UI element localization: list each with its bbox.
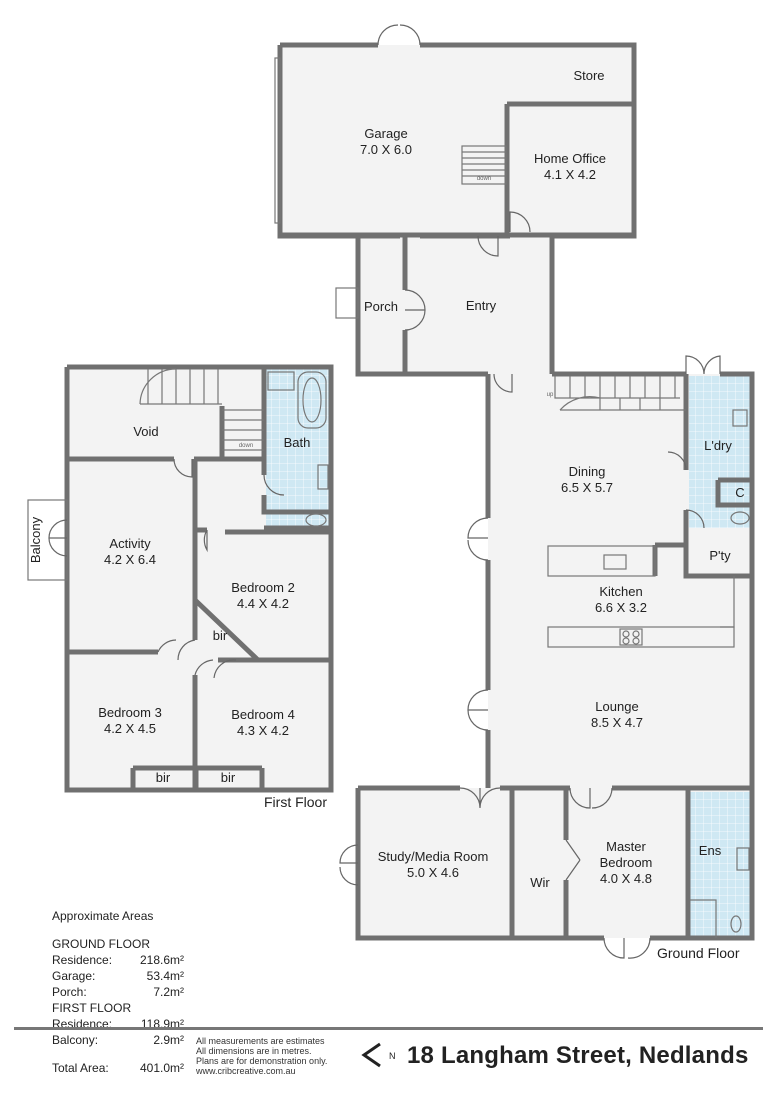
bedroom4-label: Bedroom 4 [231,707,295,722]
area-row: Garage: 53.4m² [52,968,184,984]
laundry-label: L'dry [704,438,732,453]
approximate-areas: Approximate Areas GROUND FLOOR Residence… [52,908,184,1076]
area-value: 7.2m² [153,985,184,999]
garage-stairs: down [461,145,507,185]
entry-label: Entry [466,298,497,313]
lounge-size: 8.5 X 4.7 [591,715,643,730]
cooktop [619,628,643,646]
master-label-2: Bedroom [600,855,653,870]
lounge-label: Lounge [595,699,638,714]
ensuite-tiles [690,792,751,938]
pantry-label: P'ty [709,548,731,563]
ground-floor-label: Ground Floor [657,945,740,961]
bath-label: Bath [284,435,311,450]
void-label: Void [133,424,158,439]
master-size: 4.0 X 4.8 [600,871,652,886]
first-floor-heading: FIRST FLOOR [52,1001,132,1015]
bir-bedroom2-label: bir [213,628,228,643]
cupboard-label: C [735,485,744,500]
disclaimer-line: All dimensions are in metres. [196,1046,312,1056]
area-label: Porch: [52,985,87,999]
kitchen-label: Kitchen [599,584,642,599]
total-area-row: Total Area: 401.0m² [52,1060,184,1076]
ground-floor: down up [274,24,755,959]
area-label: Residence: [52,953,113,967]
garage-size: 7.0 X 6.0 [360,142,412,157]
area-label: Balcony: [52,1033,99,1047]
main-stairs-label: up [547,392,554,398]
first-floor: down Void Bath Activity 4.2 X 6.4 Bedroo… [27,364,334,793]
area-value: 2.9m² [153,1033,184,1047]
compass-letter: N [389,1051,396,1061]
home-office-size: 4.1 X 4.2 [544,167,596,182]
dining-label: Dining [569,464,606,479]
garage-label: Garage [364,126,407,141]
area-row: Balcony: 2.9m² [52,1032,184,1048]
home-office-label: Home Office [534,151,606,166]
ensuite-label: Ens [699,843,722,858]
bir-bedroom4-label: bir [221,770,236,785]
disclaimer-line: All measurements are estimates [196,1036,325,1046]
disclaimer: All measurements are estimates All dimen… [196,1036,327,1076]
area-value: 218.6m² [139,953,184,967]
bedroom4-size: 4.3 X 4.2 [237,723,289,738]
ground-floor-heading: GROUND FLOOR [52,937,151,951]
first-floor-label: First Floor [264,794,327,810]
north-arrow-icon: N [361,1042,396,1068]
main-staircase: up [547,376,686,411]
areas-heading: Approximate Areas [52,909,154,923]
activity-size: 4.2 X 6.4 [104,552,156,567]
area-row: Residence: 218.6m² [52,952,184,968]
activity-label: Activity [109,536,151,551]
disclaimer-line: Plans are for demonstration only. [196,1056,328,1066]
master-label: Master [606,839,646,854]
garage-stairs-label: down [477,176,491,182]
first-stairs-label: down [239,443,253,449]
bedroom2-label: Bedroom 2 [231,580,295,595]
bir-bedroom3-label: bir [156,770,171,785]
total-area-label: Total Area: [52,1061,109,1075]
study-label: Study/Media Room [378,849,489,864]
bedroom3-size: 4.2 X 4.5 [104,721,156,736]
total-area-value: 401.0m² [139,1061,184,1075]
porch-label: Porch [364,299,398,314]
property-address: 18 Langham Street, Nedlands [407,1042,749,1069]
balcony-label: Balcony [28,516,43,563]
wir-label: Wir [530,875,550,890]
dining-size: 6.5 X 5.7 [561,480,613,495]
bedroom3-label: Bedroom 3 [98,705,162,720]
footer-divider [14,1027,763,1030]
store-label: Store [573,68,604,83]
area-row: Porch: 7.2m² [52,984,184,1000]
website: www.cribcreative.com.au [196,1066,296,1076]
area-value: 53.4m² [146,969,184,983]
area-label: Garage: [52,969,96,983]
study-size: 5.0 X 4.6 [407,865,459,880]
kitchen-size: 6.6 X 3.2 [595,600,647,615]
bedroom2-size: 4.4 X 4.2 [237,596,289,611]
